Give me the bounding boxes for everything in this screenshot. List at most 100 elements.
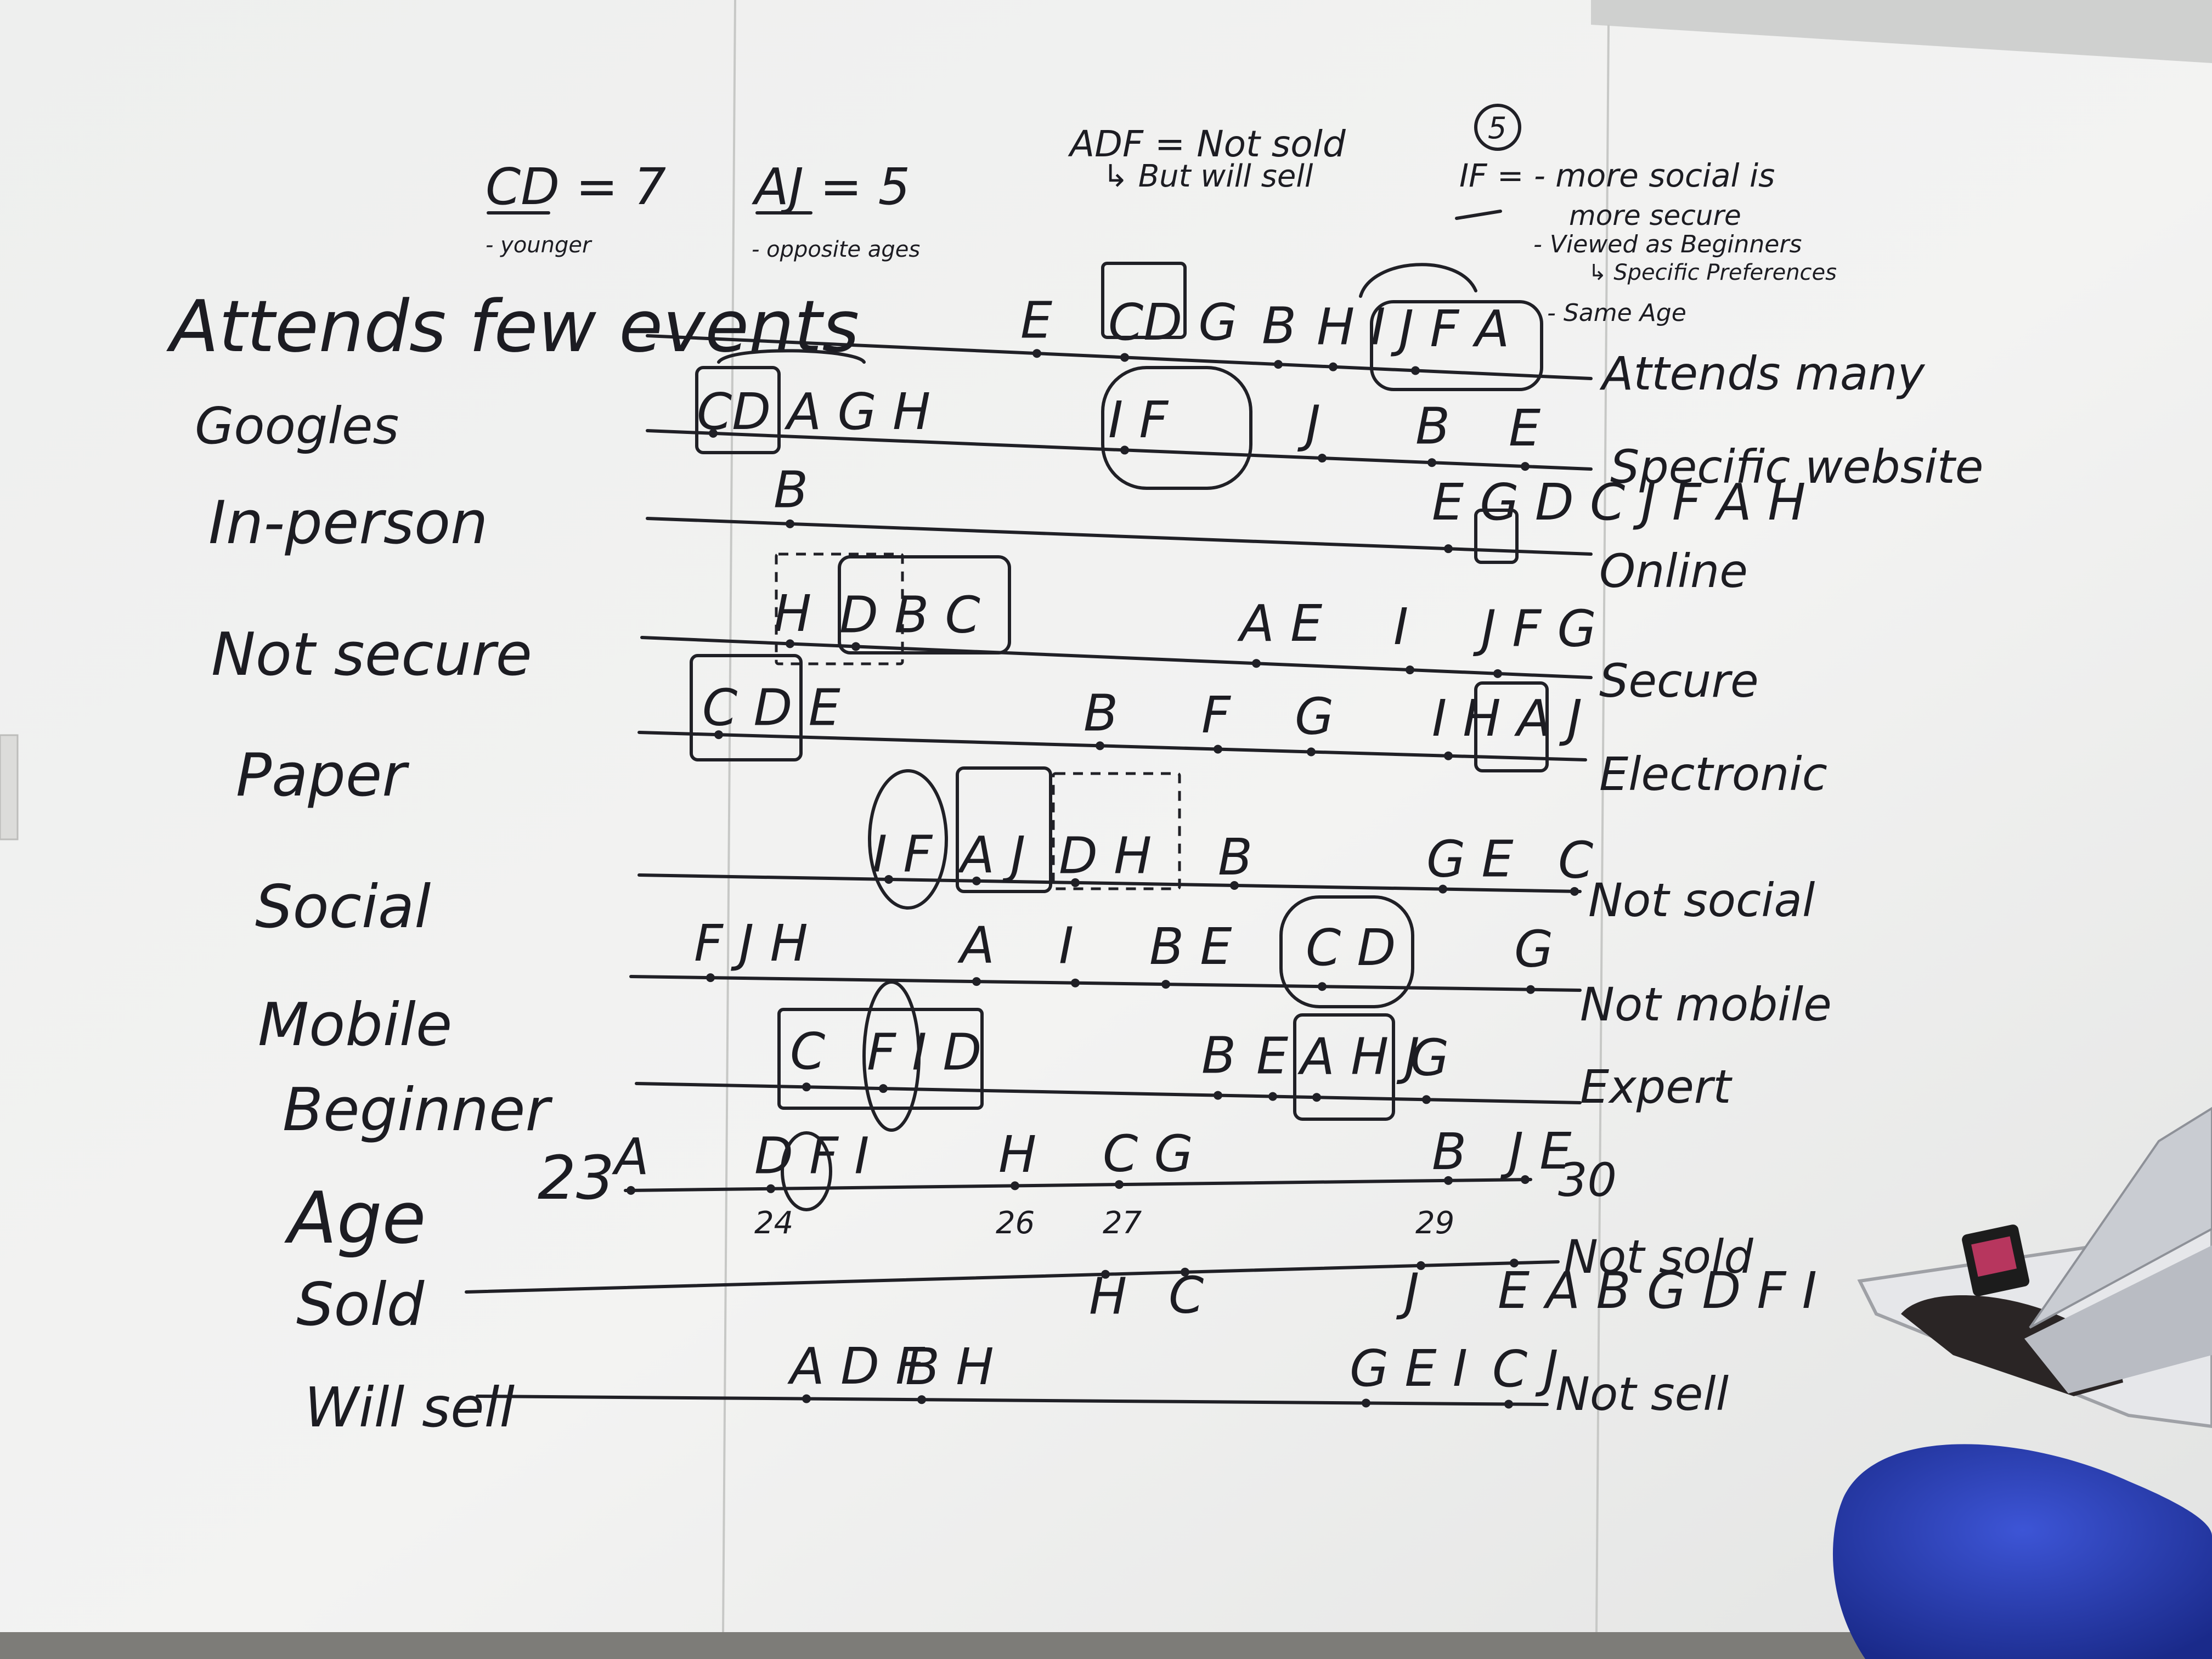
- grouping-outline: [690, 654, 803, 761]
- age-tick-label: 24: [754, 1205, 793, 1241]
- age-tick-label: 29: [1415, 1205, 1454, 1241]
- scale-point: [1444, 544, 1453, 554]
- grouping-outline: [1293, 1013, 1395, 1121]
- scale-point: [884, 874, 893, 884]
- grouping-outline: [695, 366, 781, 454]
- desk-with-laptop: [1857, 1107, 2212, 1429]
- svg-text:ADF = Not sold: ADF = Not sold: [1068, 123, 1346, 165]
- scale-letters: I F: [1108, 391, 1169, 449]
- scale-letters: C: [1558, 831, 1593, 890]
- scale-point: [1444, 1176, 1453, 1185]
- svg-text:IF = - more social is: IF = - more social is: [1459, 157, 1775, 194]
- scale-point: [851, 642, 860, 651]
- scale-right-label: Secure: [1599, 654, 1759, 708]
- scale-letters: C: [790, 1022, 825, 1081]
- scale-letters: B: [1201, 1026, 1236, 1085]
- svg-text:↳ Specific Preferences: ↳ Specific Preferences: [1588, 260, 1837, 285]
- scale-point: [1329, 362, 1338, 371]
- scale-letters: B: [1432, 1122, 1466, 1181]
- scale-right-label: Specific website: [1610, 440, 1983, 494]
- scale-letters: F J H: [694, 914, 808, 973]
- scale-letters: G: [1514, 920, 1553, 979]
- svg-text:- Viewed as Beginners: - Viewed as Beginners: [1533, 230, 1802, 258]
- scale-letters: D H: [1059, 827, 1152, 885]
- scale-left-label: Paper: [236, 741, 409, 810]
- svg-text:CD = 7: CD = 7: [486, 157, 666, 216]
- scale-letters: E A B G D F I: [1498, 1261, 1817, 1320]
- scale-point: [1307, 747, 1316, 757]
- svg-text:more secure: more secure: [1569, 200, 1741, 232]
- scale-point: [1510, 1259, 1519, 1268]
- scale-letters: I: [1059, 917, 1074, 975]
- scale-letters: A H J: [1297, 1027, 1420, 1086]
- scale-point: [1521, 1175, 1530, 1184]
- blue-chair: [1832, 1444, 2212, 1659]
- scale-right-label: Not mobile: [1580, 978, 1832, 1031]
- scale-point: [1570, 887, 1579, 896]
- scale-point: [1444, 751, 1453, 760]
- scale-letters: H: [774, 584, 811, 643]
- scale-letters: D F I: [754, 1127, 869, 1186]
- age-start-label: 23: [538, 1143, 614, 1213]
- scale-letters: B: [1084, 684, 1118, 743]
- scale-letters: C D: [1306, 918, 1396, 977]
- scale-letters: I F: [872, 825, 933, 884]
- scale-point: [1504, 1400, 1513, 1409]
- board-bottom-edge: [0, 1632, 2212, 1659]
- svg-text:AJ = 5: AJ = 5: [752, 157, 910, 216]
- panel-seam: [1595, 24, 1610, 1633]
- scale-left-label: Sold: [296, 1271, 425, 1339]
- scale-point: [1493, 669, 1502, 678]
- arrow: [717, 349, 866, 364]
- scale-line: [465, 1260, 1560, 1294]
- scale-left-label: Mobile: [258, 991, 452, 1059]
- scale-letters: B: [1218, 828, 1252, 887]
- scale-point: [802, 1394, 811, 1403]
- scale-letters: H: [998, 1125, 1036, 1184]
- scale-right-label: 30: [1558, 1153, 1617, 1207]
- scale-point: [1526, 985, 1535, 994]
- scale-point: [1521, 462, 1530, 471]
- scale-point: [1011, 1181, 1019, 1190]
- scale-letters: F I D: [867, 1023, 981, 1081]
- scale-letters: A: [612, 1127, 649, 1186]
- scale-letters: J F G: [1472, 599, 1596, 658]
- scale-point: [917, 1395, 926, 1404]
- scale-point: [1417, 1261, 1425, 1270]
- scale-point: [1120, 353, 1129, 362]
- svg-text:- opposite ages: - opposite ages: [752, 237, 920, 262]
- scale-point: [1274, 360, 1283, 369]
- scale-point: [1214, 744, 1222, 754]
- scale-point: [1071, 978, 1080, 988]
- svg-text:↳ But will sell: ↳ But will sell: [1103, 159, 1313, 194]
- grouping-outline: [1370, 300, 1543, 391]
- scale-right-label: Attends many: [1599, 347, 1926, 400]
- scale-line: [646, 334, 1593, 380]
- scale-left-label: Will sell: [304, 1375, 515, 1440]
- scale-right-label: Not sell: [1555, 1367, 1729, 1421]
- svg-text:5: 5: [1488, 111, 1506, 145]
- scale-point: [706, 973, 715, 983]
- scale-letters: B E: [1149, 917, 1232, 976]
- scale-point: [1214, 1091, 1222, 1100]
- scale-left-label: Googles: [195, 397, 399, 455]
- scale-letters: A E: [1237, 594, 1322, 653]
- scale-letters: J E: [1500, 1122, 1572, 1181]
- scale-right-label: Online: [1599, 544, 1748, 598]
- note-adf: ADF = Not sold ↳ But will sell: [1068, 123, 1346, 194]
- scale-point: [1252, 659, 1261, 668]
- scale-point: [627, 1186, 635, 1195]
- grouping-outline: [777, 1008, 984, 1110]
- scale-left-label: Attends few events: [166, 285, 859, 368]
- scale-point: [1161, 980, 1170, 989]
- scale-line: [637, 731, 1587, 761]
- scale-right-label: Not sold: [1564, 1230, 1753, 1284]
- grouping-outline: [1474, 509, 1519, 564]
